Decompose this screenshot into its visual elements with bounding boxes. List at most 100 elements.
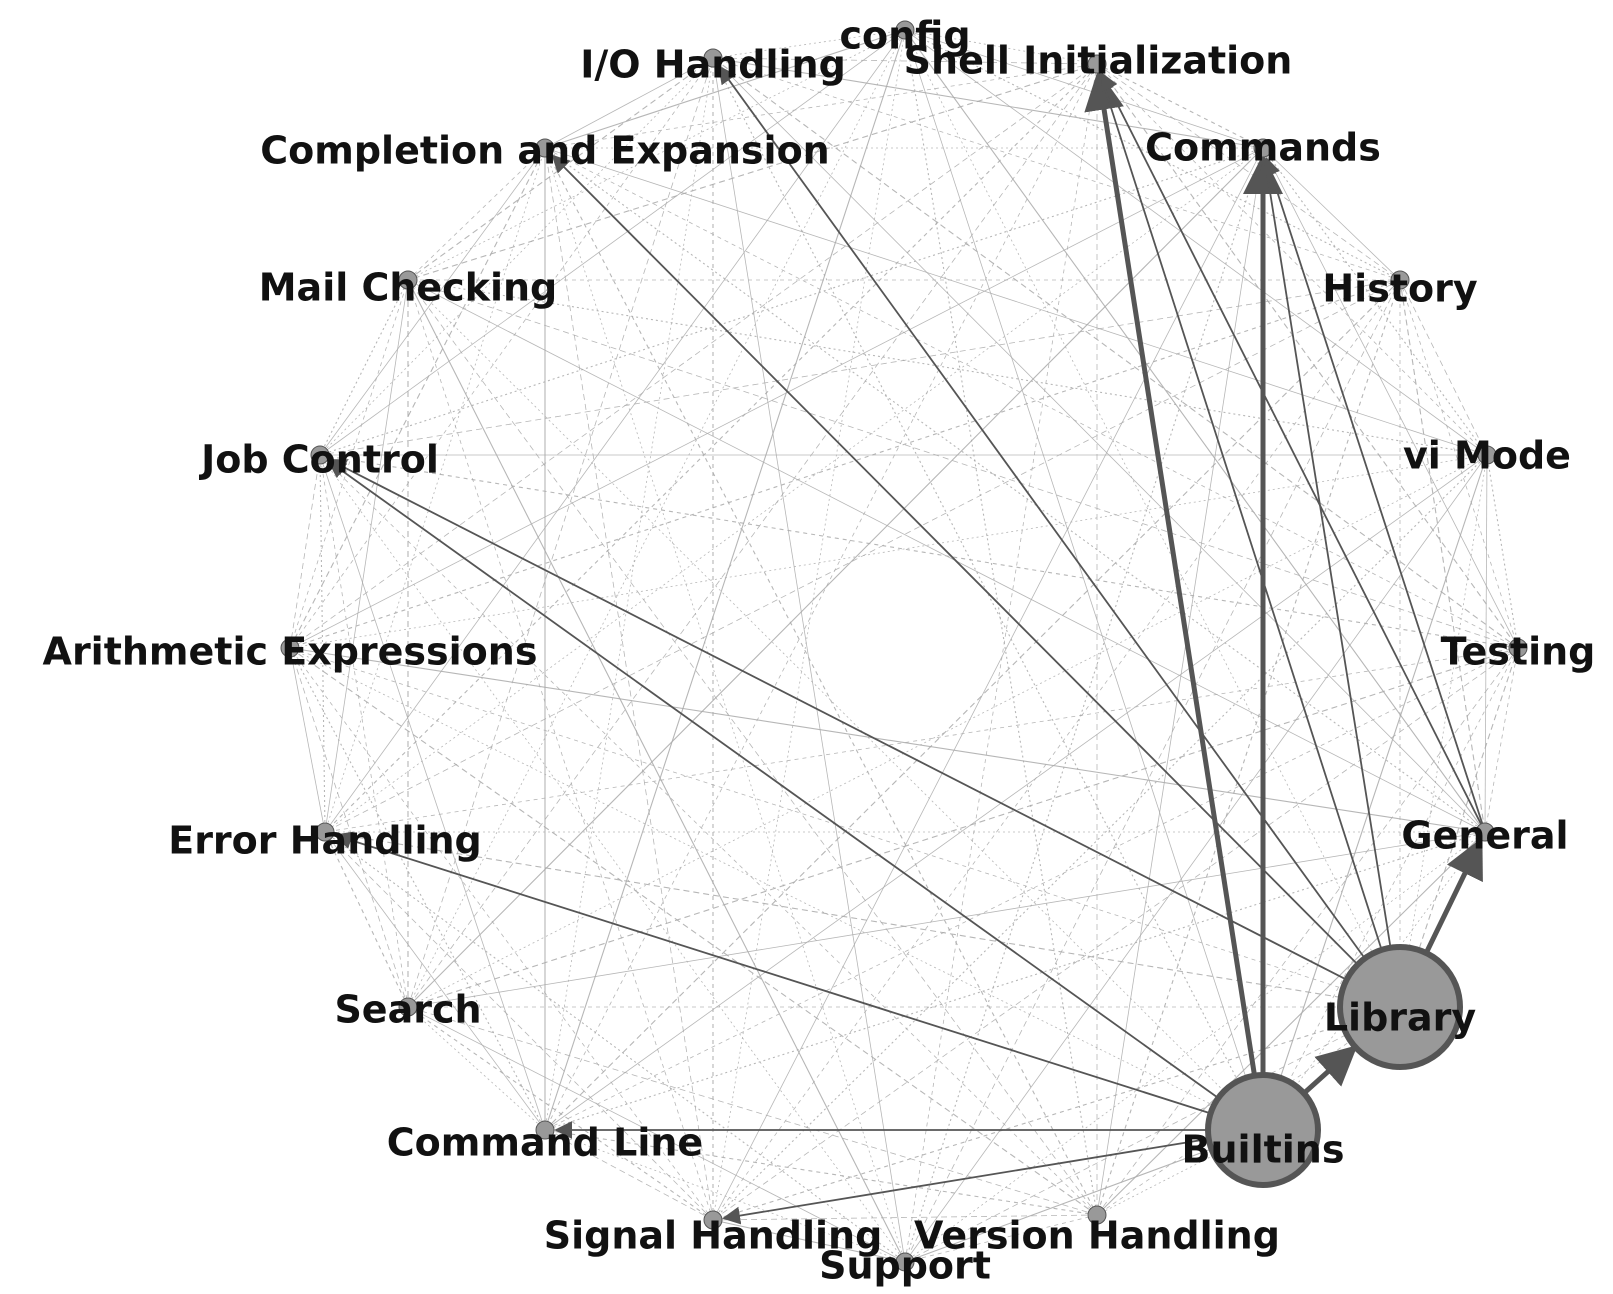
node-completion xyxy=(535,138,555,158)
edge-commands-io xyxy=(712,57,1264,149)
edge-testing-completion xyxy=(544,147,1519,649)
edge-builtins-to-job_control xyxy=(327,460,1219,1099)
edge-testing-search xyxy=(407,647,1519,1008)
node-label-history: History xyxy=(1322,267,1477,311)
edge-arith-io xyxy=(289,57,714,649)
edge-vi_mode-support xyxy=(904,454,1488,1263)
node-io xyxy=(703,48,723,68)
edge-library-to-shell_init xyxy=(1096,72,1383,951)
node-error-handling xyxy=(315,822,335,842)
edge-shell_init-commands xyxy=(1096,63,1264,149)
edge-history-testing xyxy=(1399,279,1519,649)
edge-vi_mode-completion xyxy=(544,147,1488,456)
edge-history-support xyxy=(904,279,1401,1263)
node-label-builtins: Builtins xyxy=(1182,1128,1345,1172)
edge-config-io xyxy=(712,29,906,59)
edge-library-to-job_control xyxy=(328,459,1347,981)
edge-signal_handling-mail xyxy=(407,279,714,1221)
edge-command_line-job_control xyxy=(319,454,546,1131)
edge-support-search xyxy=(407,1006,906,1263)
edge-support-job_control xyxy=(319,454,906,1263)
main-edges xyxy=(327,65,1484,1225)
edge-library-to-completion xyxy=(551,154,1359,966)
edge-signal_handling-search xyxy=(407,1006,714,1221)
node-commands xyxy=(1253,138,1273,158)
edge-library-error_handling xyxy=(324,831,1401,1008)
edge-config-command_line xyxy=(544,29,906,1131)
edge-config-completion xyxy=(544,29,906,149)
edge-support-error_handling xyxy=(324,831,906,1263)
edge-general-to-commands xyxy=(1262,156,1484,824)
edge-version_handling-command_line xyxy=(544,1129,1098,1216)
edge-version_handling-job_control xyxy=(319,454,1098,1216)
nodes-layer xyxy=(280,20,1528,1272)
edge-config-commands xyxy=(904,29,1264,149)
edge-vi_mode-mail xyxy=(407,279,1488,456)
edge-support-io xyxy=(712,57,906,1263)
edge-library-arith xyxy=(289,647,1401,1008)
edge-config-error_handling xyxy=(324,29,906,833)
edge-shell_init-history xyxy=(1096,63,1401,281)
edge-shell_init-io xyxy=(712,57,1098,65)
node-label-version-handling: Version Handling xyxy=(914,1214,1280,1258)
edge-vi_mode-general xyxy=(1484,454,1488,833)
node-label-job-control: Job Control xyxy=(198,438,439,482)
edge-history-io xyxy=(712,57,1401,281)
edge-commands-signal_handling xyxy=(712,147,1264,1221)
node-label-io: I/O Handling xyxy=(580,43,846,87)
edge-version_handling-arith xyxy=(289,647,1098,1216)
edge-error_handling-arith xyxy=(289,647,326,833)
edge-config-version_handling xyxy=(904,29,1098,1216)
node-arith xyxy=(280,638,300,658)
edge-command_line-search xyxy=(407,1006,546,1131)
edge-commands-search xyxy=(407,147,1264,1008)
edge-support-mail xyxy=(407,279,906,1263)
node-label-shell-init: Shell Initialization xyxy=(904,39,1293,83)
edge-commands-vi_mode xyxy=(1262,147,1488,456)
edge-history-error_handling xyxy=(324,279,1401,833)
edge-search-job_control xyxy=(319,454,409,1008)
node-label-config: config xyxy=(839,14,970,58)
node-support xyxy=(895,1252,915,1272)
edge-arith-mail xyxy=(289,279,409,649)
edge-library-version_handling xyxy=(1096,1006,1401,1216)
edge-config-job_control xyxy=(319,29,906,456)
node-label-arith: Arithmetic Expressions xyxy=(43,630,538,674)
edge-shell_init-mail xyxy=(407,63,1098,281)
edge-shell_init-completion xyxy=(544,63,1098,149)
edge-version_handling-support xyxy=(904,1214,1098,1263)
node-config xyxy=(895,20,915,40)
edge-general-io xyxy=(712,57,1486,833)
edge-builtins-support xyxy=(904,1129,1264,1263)
edge-config-signal_handling xyxy=(712,29,906,1221)
edge-builtins-to-library xyxy=(1302,1045,1358,1096)
edge-job_control-completion xyxy=(319,147,546,456)
edge-commands-history xyxy=(1262,147,1401,281)
edge-version_handling-mail xyxy=(407,279,1098,1216)
edge-history-version_handling xyxy=(1096,279,1401,1216)
edge-history-general xyxy=(1399,279,1486,833)
edge-general-completion xyxy=(544,147,1486,833)
edge-config-vi_mode xyxy=(904,29,1488,456)
node-history xyxy=(1390,270,1410,290)
edge-commands-version_handling xyxy=(1096,147,1264,1216)
node-builtins xyxy=(1205,1072,1321,1188)
node-command-line xyxy=(535,1120,555,1140)
edge-history-vi_mode xyxy=(1399,279,1488,456)
edge-general-support xyxy=(904,831,1486,1263)
edge-mail-io xyxy=(407,57,714,281)
edge-vi_mode-builtins xyxy=(1262,454,1488,1131)
edge-search-arith xyxy=(289,647,409,1008)
edge-support-command_line xyxy=(544,1129,906,1263)
edge-vi_mode-signal_handling xyxy=(712,454,1488,1221)
edge-testing-io xyxy=(712,57,1519,649)
edge-builtins-io xyxy=(712,57,1264,1131)
edge-vi_mode-testing xyxy=(1486,454,1519,649)
edge-commands-error_handling xyxy=(324,147,1264,833)
edge-commands-arith xyxy=(289,147,1264,649)
edge-library-to-commands xyxy=(1258,157,1392,948)
edge-commands-job_control xyxy=(319,147,1264,456)
node-label-library: Library xyxy=(1324,996,1477,1040)
edge-signal_handling-command_line xyxy=(544,1129,714,1221)
